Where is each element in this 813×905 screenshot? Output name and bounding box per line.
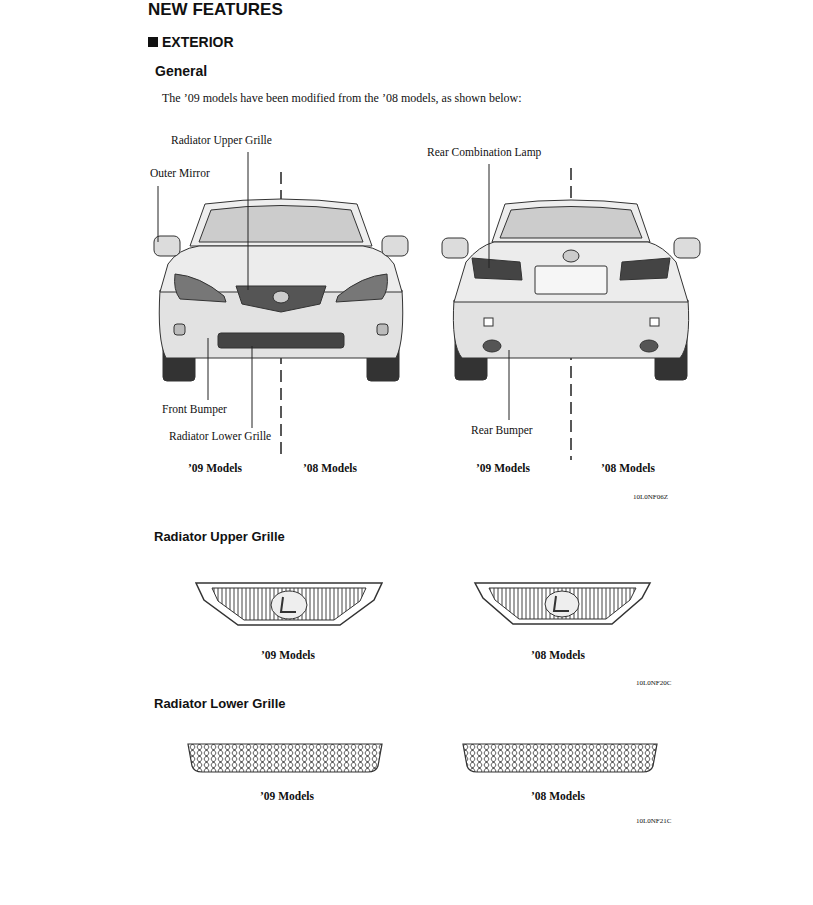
figure-code: 10L0NF20C xyxy=(636,679,671,687)
part-name: Front Bumper xyxy=(162,403,227,416)
model-label: ’08 Models xyxy=(531,790,585,803)
model-label: ’09 Models xyxy=(188,462,242,475)
figure-code: 10L0NF06Z xyxy=(633,493,668,501)
model-label: ’09 Models xyxy=(476,462,530,475)
part-name: Outer Mirror xyxy=(150,167,210,180)
model-label: ’08 Models xyxy=(601,462,655,475)
model-label: ’09 Models xyxy=(261,649,315,662)
sub-heading: General xyxy=(155,63,207,79)
model-label: ’09 Models xyxy=(260,790,314,803)
part-name: Radiator Lower Grille xyxy=(169,430,271,443)
part-name: Rear Combination Lamp xyxy=(427,146,541,159)
sub-heading: Radiator Lower Grille xyxy=(154,697,285,712)
section-heading: EXTERIOR xyxy=(162,34,234,50)
model-label: ’08 Models xyxy=(303,462,357,475)
model-label: ’08 Models xyxy=(531,649,585,662)
figure-code: 10L0NF21C xyxy=(636,817,671,825)
part-name: Rear Bumper xyxy=(471,424,533,437)
sub-heading: Radiator Upper Grille xyxy=(154,530,285,545)
intro-text: The ’09 models have been modified from t… xyxy=(162,92,522,106)
page-title: NEW FEATURES xyxy=(148,0,283,20)
part-name: Radiator Upper Grille xyxy=(171,134,272,147)
